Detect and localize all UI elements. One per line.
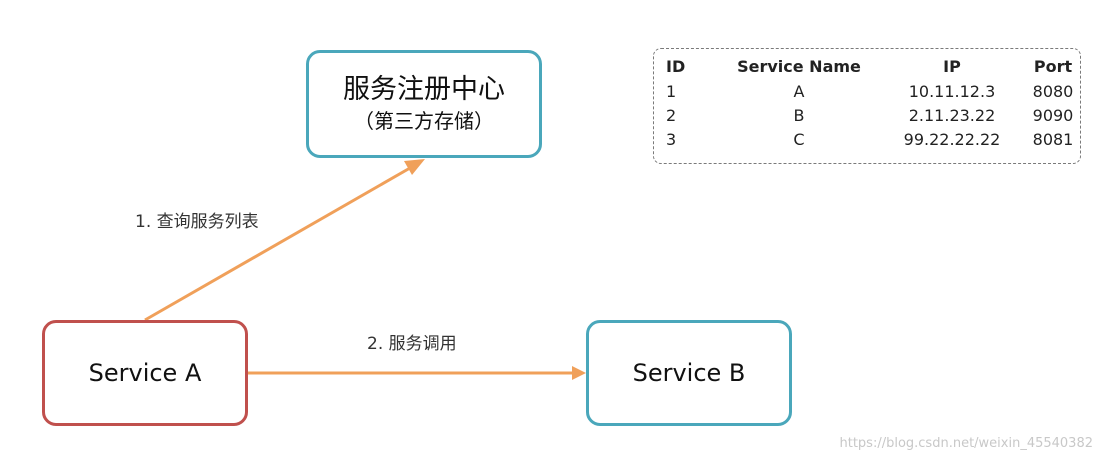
cell-port: 8081 [1032,129,1074,149]
table-row: 3 C 99.22.22.22 8081 [654,127,1080,151]
service-b-label: Service B [632,359,746,387]
header-id: ID [666,56,686,76]
header-port: Port [1033,56,1073,76]
cell-ip: 10.11.12.3 [908,81,996,101]
cell-id: 2 [666,105,677,125]
table-row: 2 B 2.11.23.22 9090 [654,103,1080,127]
registry-table: ID Service Name IP Port 1 A 10.11.12.3 8… [654,53,1080,151]
query-arrow [144,159,425,322]
cell-port: 8080 [1032,81,1074,101]
cell-service-name: C [793,129,805,149]
call-arrow [248,366,586,380]
service-b-node: Service B [586,320,792,426]
service-registry-node: 服务注册中心 （第三方存储） [306,50,542,158]
service-a-label: Service A [88,359,202,387]
service-a-node: Service A [42,320,248,426]
cell-id: 3 [666,129,677,149]
cell-ip: 2.11.23.22 [908,105,996,125]
table-header-row: ID Service Name IP Port [654,53,1080,79]
cell-service-name: B [793,105,805,125]
registry-table-box: ID Service Name IP Port 1 A 10.11.12.3 8… [653,48,1081,164]
registry-title: 服务注册中心 [343,74,505,105]
table-row: 1 A 10.11.12.3 8080 [654,79,1080,103]
call-edge-label: 2. 服务调用 [367,334,457,354]
cell-port: 9090 [1032,105,1074,125]
header-ip: IP [943,56,961,76]
header-service-name: Service Name [737,56,861,76]
query-edge-label: 1. 查询服务列表 [135,212,259,232]
watermark: https://blog.csdn.net/weixin_45540382 [839,436,1093,451]
cell-ip: 99.22.22.22 [903,129,1001,149]
cell-id: 1 [666,81,677,101]
cell-service-name: A [793,81,805,101]
registry-subtitle: （第三方存储） [354,109,494,133]
